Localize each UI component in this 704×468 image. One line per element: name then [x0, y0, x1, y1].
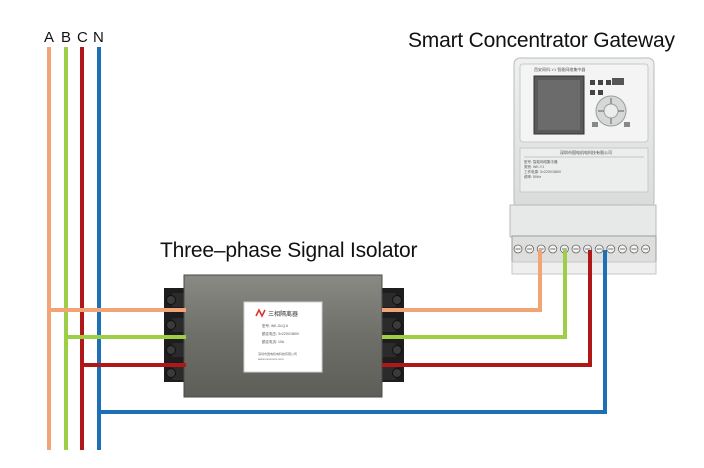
three-phase-isolator: [164, 274, 404, 398]
gateway-model-text: 西安网科-Y1 智能网络集中器: [534, 67, 586, 72]
gateway-nameplate: 型号: 智能网络集中器 类别: WK-Y1 工作电源: 3×220V/380V …: [524, 160, 562, 179]
phase-label-a: A: [44, 29, 55, 46]
gateway-nav-keypad[interactable]: [595, 95, 627, 127]
phase-label-b: B: [61, 29, 72, 46]
concentrator-gateway: [509, 57, 657, 275]
phase-a-output-wire: [382, 250, 542, 312]
isolator-label-title: 三相隔离器: [268, 312, 299, 318]
isolator-title: Three–phase Signal Isolator: [160, 239, 418, 262]
gateway-terminal-cover: [509, 204, 657, 238]
neutral-output-wire: [99, 250, 607, 414]
isolator-logo: [255, 308, 266, 318]
gateway-company-text: 深圳市国电机电科技有限公司: [560, 150, 612, 155]
gateway-terminal-screws: [513, 244, 650, 254]
phase-b-output-wire: [382, 250, 567, 339]
isolator-label-footer: 深圳市国电机电科技有限公司 www.xxxxxxxx.com: [258, 352, 298, 361]
phase-label-n: N: [93, 29, 104, 46]
gateway-status-leds: [590, 78, 624, 95]
phase-c-output-wire: [382, 250, 592, 367]
phase-label-c: C: [77, 29, 88, 46]
isolator-label-lines: 型号: WK-GLQ-Ⅱ 额定电压: 3×220V/380V 额定电流: 10A: [262, 324, 300, 344]
gateway-title: Smart Concentrator Gateway: [408, 29, 675, 52]
wires: [47, 47, 607, 450]
